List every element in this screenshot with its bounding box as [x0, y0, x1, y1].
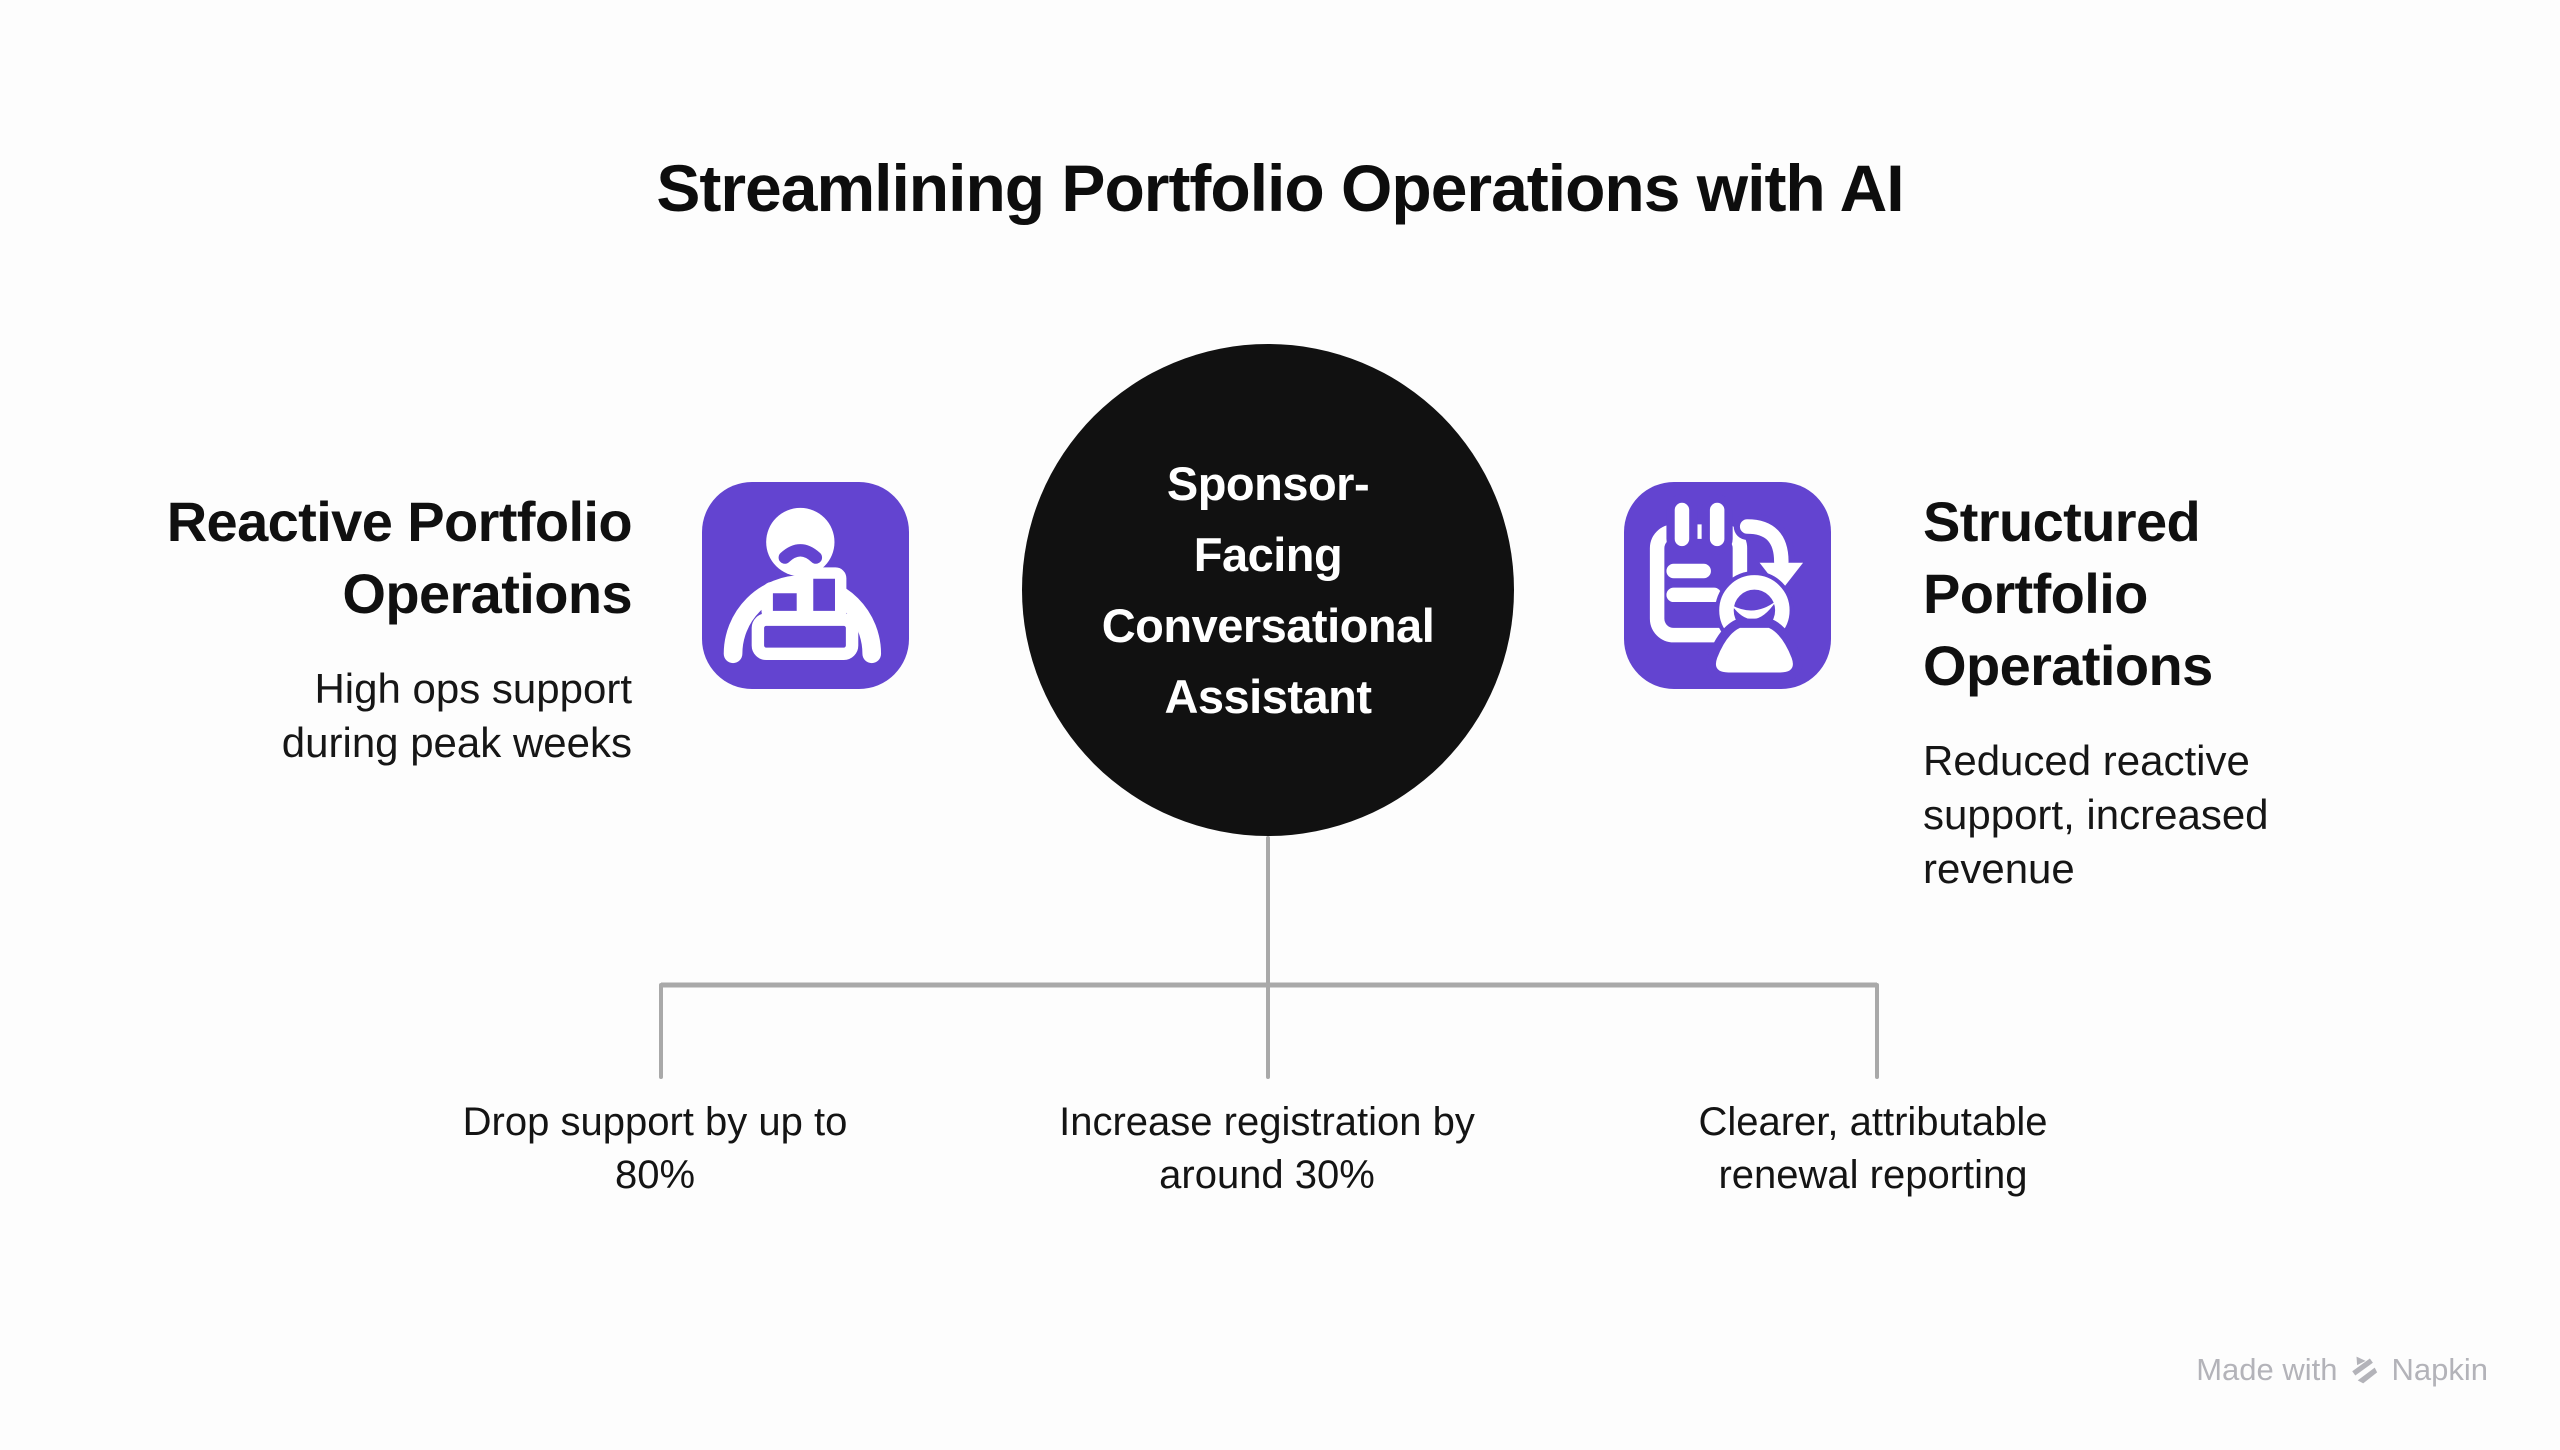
outcome-increase-registration: Increase registration by around 30%: [957, 1096, 1577, 1202]
napkin-logo-icon: [2351, 1356, 2377, 1384]
reactive-operations-description: High ops support during peak weeks: [0, 662, 632, 770]
node-label-line: Conversational: [1101, 599, 1435, 652]
diagram-title: Streamlining Portfolio Operations with A…: [656, 151, 1904, 225]
structured-operations-block: Structured Portfolio Operations Reduced …: [1923, 486, 2560, 896]
outcome-renewal-reporting: Clearer, attributable renewal reporting: [1563, 1096, 2183, 1202]
description-line: High ops support: [314, 665, 632, 712]
reactive-operations-heading: Reactive Portfolio Operations: [0, 486, 633, 630]
description-line: during peak weeks: [281, 719, 632, 766]
checklist-with-arrow-and-person-icon: [1624, 482, 1831, 689]
outcome-line: around 30%: [1159, 1153, 1375, 1197]
watermark-made-with-text: Made with: [2196, 1352, 2338, 1387]
outcome-line: Increase registration by: [1059, 1100, 1475, 1144]
napkin-watermark: Made with Napkin: [2196, 1350, 2488, 1390]
node-label-line: Assistant: [1164, 670, 1372, 723]
outcome-line: 80%: [614, 1153, 696, 1197]
outcome-line: Drop support by up to: [462, 1100, 848, 1144]
central-assistant-node: Sponsor- Facing Conversational Assistant: [1022, 344, 1514, 836]
heading-line: Structured: [1923, 490, 2201, 553]
outcome-line: Clearer, attributable: [1698, 1100, 2048, 1144]
heading-line: Operations: [1923, 634, 2213, 697]
heading-line: Reactive Portfolio: [166, 490, 633, 553]
heading-line: Operations: [342, 562, 632, 625]
structured-operations-heading: Structured Portfolio Operations: [1923, 486, 2560, 702]
stressed-person-with-boxes-icon: [702, 482, 909, 689]
heading-line: Portfolio: [1923, 562, 2148, 625]
stressed-person-glyph: [723, 507, 882, 664]
description-line: Reduced reactive: [1923, 737, 2250, 784]
node-label-line: Facing: [1193, 528, 1343, 581]
reactive-operations-block: Reactive Portfolio Operations High ops s…: [0, 486, 633, 770]
structured-operations-description: Reduced reactive support, increased reve…: [1923, 734, 2560, 896]
outcome-line: renewal reporting: [1718, 1153, 2028, 1197]
description-line: revenue: [1923, 845, 2075, 892]
outcome-drop-support: Drop support by up to 80%: [345, 1096, 965, 1202]
checklist-person-glyph: [1649, 494, 1804, 682]
description-line: support, increased: [1923, 791, 2269, 838]
watermark-brand-text: Napkin: [2391, 1352, 2489, 1387]
node-label-line: Sponsor-: [1166, 457, 1370, 510]
